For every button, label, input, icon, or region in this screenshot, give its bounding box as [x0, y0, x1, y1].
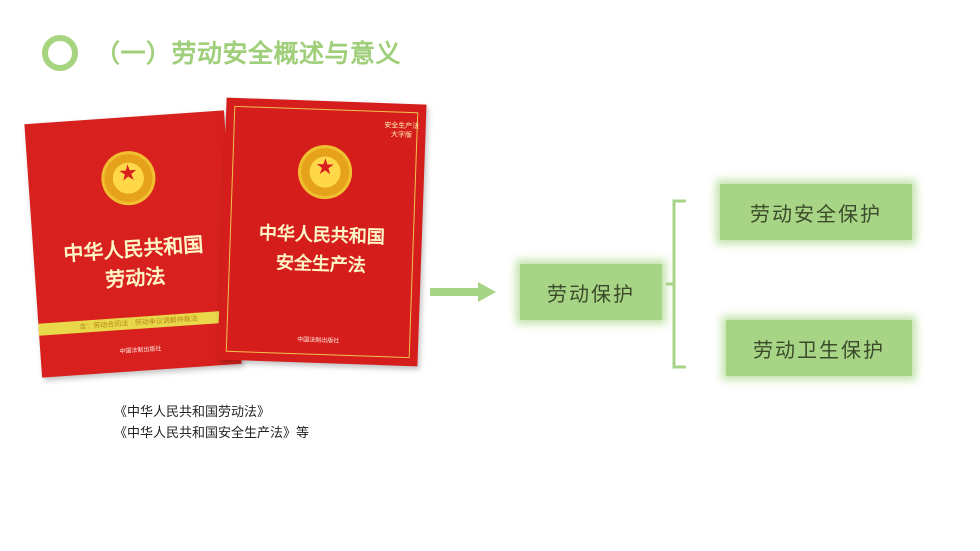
- brace-bracket: [666, 199, 686, 369]
- right-arrow-icon: [430, 282, 496, 302]
- book-band: 含：劳动合同法 · 劳动争议调解仲裁法: [38, 309, 239, 336]
- diagram-child-box: 劳动卫生保护: [726, 320, 912, 376]
- diagram-child-box: 劳动安全保护: [720, 184, 912, 240]
- book-title: 中华人民共和国 安全生产法: [221, 222, 423, 280]
- national-emblem-icon: [99, 149, 158, 207]
- book-work-safety-law: 安全生产法 大字版 中华人民共和国 安全生产法 中国法制出版社: [217, 97, 427, 367]
- book-labor-law: 中华人民共和国 劳动法 含：劳动合同法 · 劳动争议调解仲裁法 中国法制出版社: [24, 110, 242, 378]
- diagram-root-box: 劳动保护: [520, 264, 662, 320]
- book-publisher: 中国法制出版社: [119, 345, 162, 356]
- caption-line2: 《中华人民共和国安全生产法》等: [114, 426, 310, 441]
- page-title: （一）劳动安全概述与意义: [95, 39, 402, 68]
- caption: 《中华人民共和国劳动法》 《中华人民共和国安全生产法》等: [114, 402, 309, 444]
- title-ring-icon: [42, 35, 78, 71]
- caption-line1: 《中华人民共和国劳动法》: [114, 405, 271, 420]
- book-title: 中华人民共和国 劳动法: [33, 230, 236, 298]
- book-corner-tag: 安全生产法 大字版: [384, 121, 420, 140]
